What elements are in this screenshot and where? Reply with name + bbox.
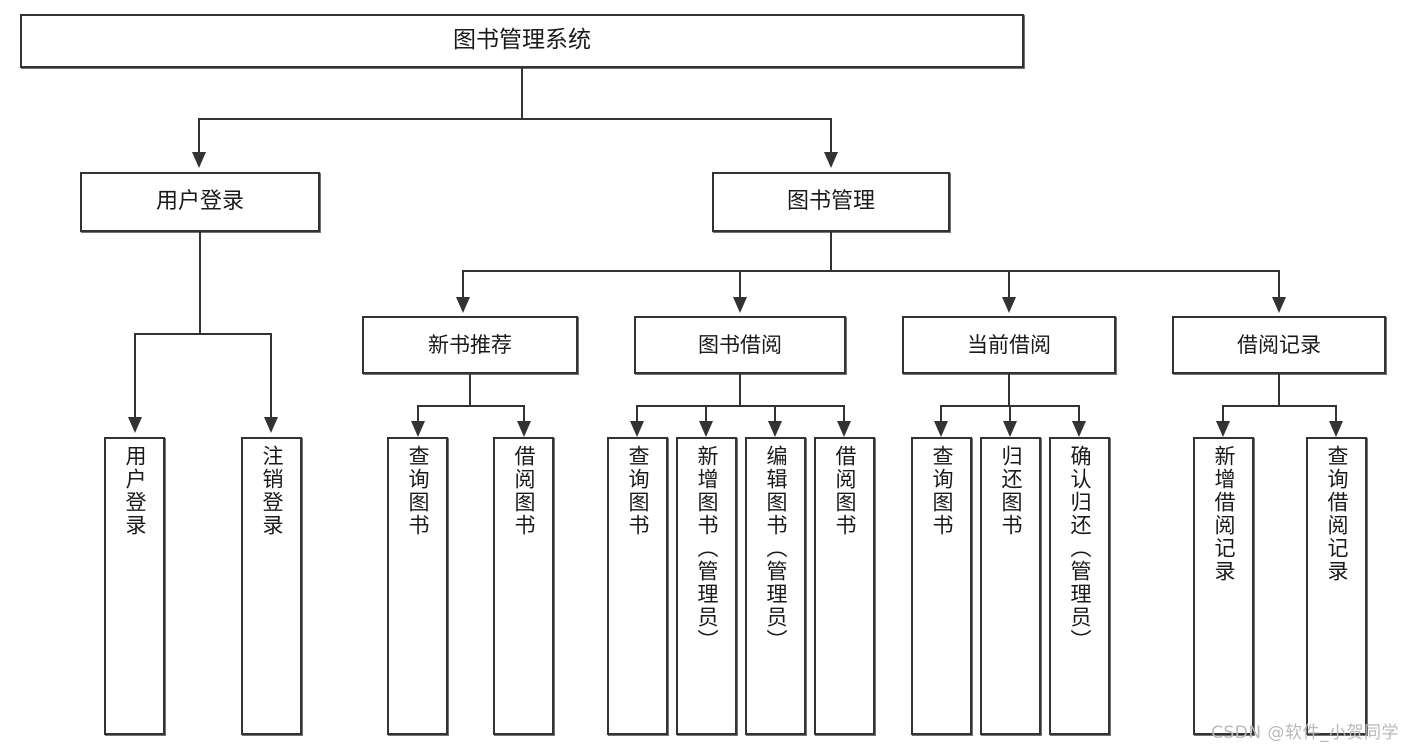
node-book-management[interactable]: 图书管理: [712, 172, 950, 232]
leaf-user-login-label: 用户登录: [123, 445, 147, 537]
arrowhead-root-to-bookmgmt: [824, 152, 838, 168]
leaf-logout-label: 注销登录: [260, 445, 284, 537]
arrowhead-currentborrow-to-leaf-1: [934, 421, 948, 437]
leaf-query-books-current[interactable]: 查询图书: [911, 437, 972, 735]
node-borrow-records[interactable]: 借阅记录: [1172, 316, 1386, 374]
connector-bookmgmt-to-new-books: [462, 270, 464, 298]
connector-newbooks-stem: [469, 374, 471, 406]
connector-bookmgmt-to-borrow: [739, 270, 741, 298]
connector-login-to-leaf-2: [270, 333, 272, 418]
node-current-borrow-label: 当前借阅: [967, 332, 1051, 357]
arrowhead-borrowrecords-to-leaf-2: [1329, 421, 1343, 437]
arrowhead-login-to-leaf-2: [264, 417, 278, 433]
connector-currentborrow-to-leaf-2: [1009, 405, 1011, 423]
node-borrow-records-label: 借阅记录: [1237, 332, 1321, 357]
arrowhead-bookmgmt-to-current: [1002, 297, 1016, 313]
node-root-label: 图书管理系统: [453, 27, 591, 54]
node-new-book-recommend[interactable]: 新书推荐: [362, 316, 578, 374]
leaf-add-book-admin[interactable]: 新增图书（管理员）: [676, 437, 737, 735]
connector-bookborrow-stem: [739, 374, 741, 406]
leaf-query-books-current-label: 查询图书: [930, 445, 954, 537]
connector-currentborrow-to-leaf-1: [940, 405, 942, 423]
node-new-book-recommend-label: 新书推荐: [428, 332, 512, 357]
leaf-add-borrow-record[interactable]: 新增借阅记录: [1193, 437, 1254, 735]
arrowhead-borrowrecords-to-leaf-1: [1216, 421, 1230, 437]
leaf-borrow-books-newbooks-label: 借阅图书: [512, 445, 536, 537]
leaf-borrow-books-borrow-label: 借阅图书: [833, 445, 857, 537]
arrowhead-root-to-login: [192, 152, 206, 168]
leaf-return-books-label: 归还图书: [999, 445, 1023, 537]
leaf-return-books[interactable]: 归还图书: [980, 437, 1041, 735]
connector-bookborrow-to-leaf-4: [843, 405, 845, 423]
arrowhead-currentborrow-to-leaf-3: [1072, 421, 1086, 437]
node-current-borrow[interactable]: 当前借阅: [902, 316, 1116, 374]
arrowhead-bookmgmt-to-borrow: [733, 297, 747, 313]
connector-login-bus: [134, 333, 270, 335]
connector-newbooks-to-leaf-2: [523, 405, 525, 423]
leaf-logout[interactable]: 注销登录: [241, 437, 302, 735]
arrowhead-bookborrow-to-leaf-2: [699, 421, 713, 437]
connector-root-stem: [521, 68, 523, 119]
leaf-confirm-return-admin-label: 确认归还（管理员）: [1068, 445, 1092, 652]
leaf-confirm-return-admin[interactable]: 确认归还（管理员）: [1049, 437, 1110, 735]
connector-currentborrow-stem: [1008, 374, 1010, 406]
leaf-add-borrow-record-label: 新增借阅记录: [1212, 445, 1236, 583]
connector-login-to-leaf-1: [134, 333, 136, 418]
node-book-borrow-label: 图书借阅: [698, 332, 782, 357]
connector-bookmgmt-stem: [830, 232, 832, 272]
node-root[interactable]: 图书管理系统: [20, 14, 1024, 68]
leaf-add-book-admin-label: 新增图书（管理员）: [695, 445, 719, 652]
node-user-login[interactable]: 用户登录: [80, 172, 320, 232]
connector-bookmgmt-to-current: [1008, 270, 1010, 298]
connector-borrowrecords-stem: [1278, 374, 1280, 406]
arrowhead-bookborrow-to-leaf-1: [630, 421, 644, 437]
arrowhead-bookborrow-to-leaf-3: [768, 421, 782, 437]
leaf-query-borrow-record[interactable]: 查询借阅记录: [1306, 437, 1367, 735]
leaf-borrow-books-newbooks[interactable]: 借阅图书: [493, 437, 554, 735]
connector-borrowrecords-to-leaf-1: [1222, 405, 1224, 423]
connector-root-to-bookmgmt: [830, 118, 832, 153]
connector-bookborrow-to-leaf-2: [705, 405, 707, 423]
arrowhead-newbooks-to-leaf-1: [411, 421, 425, 437]
connector-bookborrow-to-leaf-1: [636, 405, 638, 423]
leaf-query-books-newbooks[interactable]: 查询图书: [387, 437, 448, 735]
arrowhead-currentborrow-to-leaf-2: [1003, 421, 1017, 437]
connector-bookmgmt-to-records: [1278, 270, 1280, 298]
connector-currentborrow-to-leaf-3: [1078, 405, 1080, 423]
connector-newbooks-bus: [417, 405, 523, 407]
arrowhead-login-to-leaf-1: [128, 417, 142, 433]
leaf-query-borrow-record-label: 查询借阅记录: [1325, 445, 1349, 583]
connector-root-bus: [198, 118, 832, 120]
leaf-query-books-borrow-label: 查询图书: [626, 445, 650, 537]
leaf-query-books-borrow[interactable]: 查询图书: [607, 437, 668, 735]
node-book-management-label: 图书管理: [786, 189, 875, 215]
connector-bookborrow-to-leaf-3: [774, 405, 776, 423]
connector-bookborrow-bus: [636, 405, 844, 407]
leaf-query-books-newbooks-label: 查询图书: [406, 445, 430, 537]
arrowhead-bookmgmt-to-new-books: [456, 297, 470, 313]
arrowhead-newbooks-to-leaf-2: [517, 421, 531, 437]
connector-login-stem: [199, 232, 201, 334]
connector-borrowrecords-to-leaf-2: [1335, 405, 1337, 423]
node-book-borrow[interactable]: 图书借阅: [634, 316, 846, 374]
connector-bookmgmt-bus: [462, 270, 1280, 272]
arrowhead-bookmgmt-to-records: [1272, 297, 1286, 313]
arrowhead-bookborrow-to-leaf-4: [837, 421, 851, 437]
leaf-borrow-books-borrow[interactable]: 借阅图书: [814, 437, 875, 735]
connector-newbooks-to-leaf-1: [417, 405, 419, 423]
leaf-user-login[interactable]: 用户登录: [104, 437, 165, 735]
connector-borrowrecords-bus: [1222, 405, 1336, 407]
node-user-login-label: 用户登录: [155, 189, 244, 215]
leaf-edit-book-admin[interactable]: 编辑图书（管理员）: [745, 437, 806, 735]
connector-root-to-login: [198, 118, 200, 153]
leaf-edit-book-admin-label: 编辑图书（管理员）: [764, 445, 788, 652]
